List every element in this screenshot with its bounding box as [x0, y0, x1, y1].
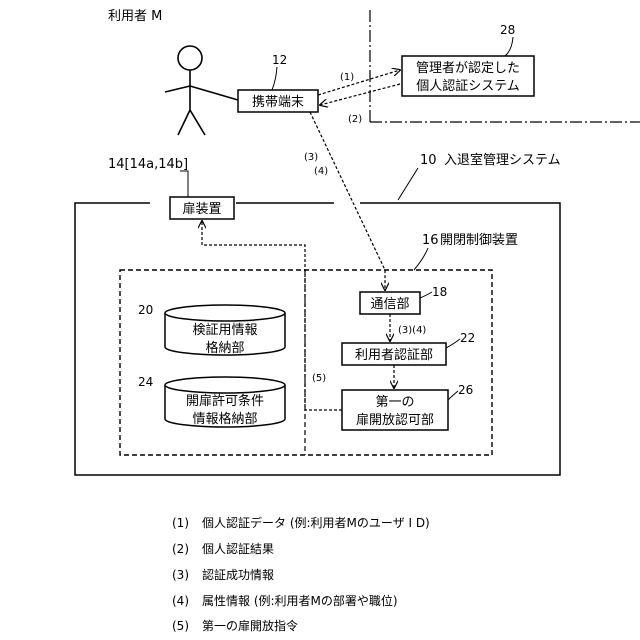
arrow-4-label: (4)	[314, 166, 328, 177]
user-auth-ref-leader	[446, 339, 460, 348]
terminal-ref-leader	[272, 67, 277, 90]
arrow-2	[320, 84, 400, 105]
door-ref: 14[14a,14b]	[108, 157, 188, 172]
legend-text-5: 第一の扉開放指令	[202, 618, 298, 633]
access-system-ref: 10	[420, 153, 437, 168]
verify-store-line2: 格納部	[205, 340, 244, 356]
access-system-label: 入退室管理システム	[444, 152, 561, 168]
legend-text-4: 属性情報 (例:利用者Mの部署や職位)	[202, 593, 398, 608]
first-permit-line2: 扉開放認可部	[356, 412, 434, 428]
arrow-2-label: (2)	[348, 114, 362, 125]
legend-num-4: (4)	[172, 594, 189, 608]
verify-store-ref: 20	[138, 303, 153, 317]
terminal-label: 携帯端末	[252, 94, 304, 110]
terminal-ref: 12	[272, 53, 287, 67]
legend-text-1: 個人認証データ (例:利用者Mのユーザ I D)	[202, 515, 430, 530]
first-permit-line1: 第一の	[375, 395, 414, 410]
arrow-3-label: (3)	[304, 152, 318, 163]
permit-store-ref: 24	[138, 375, 153, 389]
first-permit-ref-leader	[448, 391, 458, 400]
legend-text-3: 認証成功情報	[202, 567, 274, 582]
comm-label: 通信部	[370, 297, 409, 312]
controller-ref: 16	[422, 233, 439, 248]
auth-system-ref: 28	[500, 23, 515, 37]
comm-ref-leader	[420, 292, 432, 298]
auth-system-line2: 個人認証システム	[416, 78, 520, 94]
legend: (1) 個人認証データ (例:利用者Mのユーザ I D) (2) 個人認証結果 …	[172, 515, 430, 633]
legend-num-5: (5)	[172, 619, 189, 633]
user-auth-ref: 22	[460, 331, 475, 345]
permit-store-line2: 情報格納部	[192, 411, 257, 427]
verify-store-line1: 検証用情報	[192, 323, 257, 338]
arrow-3-4-internal-label: (3)(4)	[398, 325, 426, 336]
access-system-ref-leader	[398, 168, 418, 200]
arrow-1-label: (1)	[340, 72, 354, 83]
arrow-5-label: (5)	[312, 373, 326, 384]
user-figure-icon	[165, 46, 238, 135]
comm-ref: 18	[432, 285, 447, 299]
arrow-1	[318, 70, 400, 95]
controller-label: 開閉制御装置	[440, 233, 518, 248]
legend-num-1: (1)	[172, 516, 189, 530]
door-ref-leader	[180, 171, 188, 197]
first-permit-ref: 26	[458, 383, 473, 397]
auth-system-ref-leader	[505, 37, 513, 56]
permit-store-line1: 開扉許可条件	[186, 393, 264, 409]
user-label: 利用者 M	[108, 9, 162, 24]
controller-ref-leader	[414, 248, 428, 270]
door-label: 扉装置	[182, 201, 221, 217]
legend-num-3: (3)	[172, 568, 189, 582]
user-auth-label: 利用者認証部	[355, 347, 433, 363]
legend-num-2: (2)	[172, 542, 189, 556]
legend-text-2: 個人認証結果	[202, 541, 274, 556]
arrow-3-4	[310, 112, 385, 290]
auth-system-line1: 管理者が認定した	[416, 60, 520, 76]
